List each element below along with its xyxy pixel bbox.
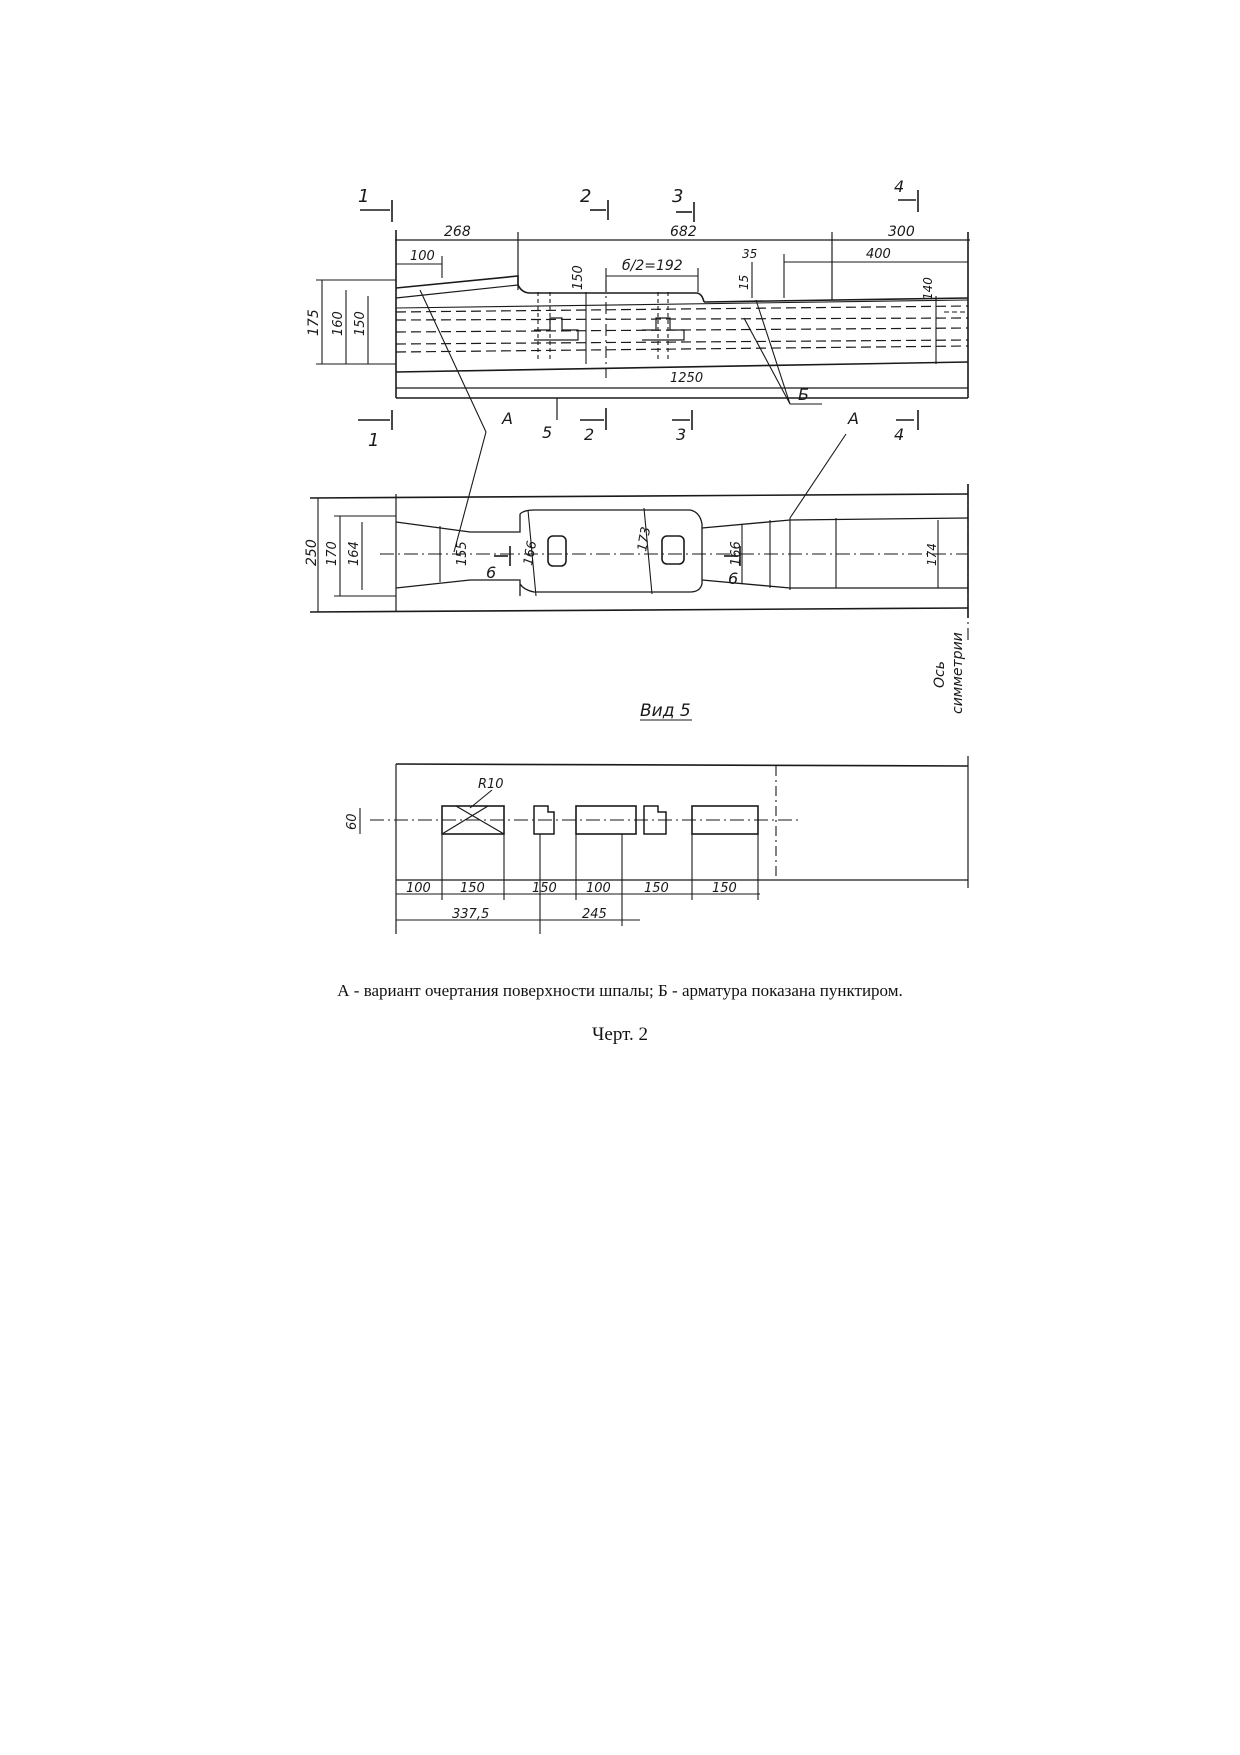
dim-175: 175 bbox=[306, 309, 322, 336]
dim-v5-150-b: 150 bbox=[532, 881, 557, 896]
dim-v5-100-a: 100 bbox=[406, 881, 431, 896]
dim-400: 400 bbox=[866, 247, 891, 262]
dim-170: 170 bbox=[325, 541, 340, 566]
side-view bbox=[316, 190, 970, 553]
dim-682: 682 bbox=[670, 224, 697, 240]
dim-15: 15 bbox=[737, 275, 751, 290]
mark-3-bottom: 3 bbox=[676, 425, 686, 444]
mark-4-bottom: 4 bbox=[894, 425, 904, 444]
mark-3-top: 3 bbox=[672, 186, 683, 207]
dim-250: 250 bbox=[304, 539, 320, 566]
mark-2-top: 2 bbox=[580, 186, 591, 207]
view5-title: Вид 5 bbox=[640, 701, 691, 721]
dim-100: 100 bbox=[410, 249, 435, 264]
dim-r10: R10 bbox=[478, 777, 504, 792]
dim-337-5: 337,5 bbox=[452, 907, 489, 922]
dim-166-b: 166 bbox=[729, 541, 744, 566]
technical-drawing: 1 2 3 4 1 5 2 3 4 6 6 А А Б 268 682 300 … bbox=[304, 177, 970, 934]
dim-245: 245 bbox=[582, 907, 607, 922]
dim-v5-150-d: 150 bbox=[712, 881, 737, 896]
dim-268: 268 bbox=[444, 224, 471, 240]
dim-155: 155 bbox=[455, 541, 470, 566]
figure-caption: Черт. 2 bbox=[592, 1024, 648, 1045]
dim-164: 164 bbox=[347, 541, 362, 566]
dim-half-b: б/2=192 bbox=[622, 258, 683, 274]
dim-150-left: 150 bbox=[353, 311, 368, 336]
mark-6-right: 6 bbox=[728, 569, 738, 588]
view-5 bbox=[359, 719, 969, 934]
dim-60: 60 bbox=[345, 813, 360, 830]
dim-173: 173 bbox=[635, 526, 654, 553]
mark-1-top: 1 bbox=[358, 186, 369, 207]
callout-a-left: А bbox=[501, 409, 513, 428]
callout-b: Б bbox=[798, 385, 809, 404]
legend-caption: А - вариант очертания поверхности шпалы;… bbox=[337, 981, 903, 1000]
dim-140: 140 bbox=[921, 277, 935, 300]
dim-174: 174 bbox=[925, 543, 939, 566]
mark-2-bottom: 2 bbox=[584, 425, 594, 444]
dim-v5-150-a: 150 bbox=[460, 881, 485, 896]
dim-1250: 1250 bbox=[670, 371, 703, 386]
dim-35: 35 bbox=[742, 247, 757, 261]
symmetry-axis-label: Ось bbox=[932, 661, 948, 688]
mark-1-bottom: 1 bbox=[368, 430, 379, 451]
mark-6-left: 6 bbox=[486, 563, 496, 582]
callout-a-right: А bbox=[847, 409, 859, 428]
symmetry-axis-label-2: симметрии bbox=[950, 632, 966, 714]
plan-view bbox=[309, 484, 969, 640]
dim-v5-100-b: 100 bbox=[586, 881, 611, 896]
dim-160: 160 bbox=[331, 311, 346, 336]
dim-166-a: 166 bbox=[521, 540, 540, 567]
dim-300: 300 bbox=[888, 224, 915, 240]
mark-5: 5 bbox=[542, 423, 552, 442]
mark-4-top: 4 bbox=[894, 177, 904, 196]
dim-150-v: 150 bbox=[571, 265, 586, 290]
dim-v5-150-c: 150 bbox=[644, 881, 669, 896]
